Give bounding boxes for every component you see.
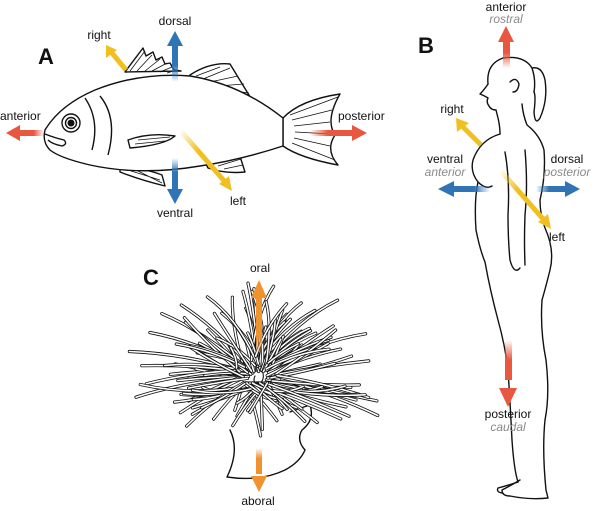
tentacle (201, 382, 247, 409)
panel-label-c: C (143, 265, 159, 290)
human-dorsal-label: dorsal (550, 152, 584, 166)
fish-right-arrow (106, 45, 128, 72)
anemone-aboral-label: aboral (241, 494, 275, 508)
panel-label-b: B (418, 33, 434, 58)
tentacle (259, 382, 306, 423)
tentacle (175, 343, 246, 368)
tentacle (187, 377, 249, 389)
human-anterior-label: anterior (485, 0, 527, 14)
tentacle (189, 346, 244, 378)
human-illustration (471, 56, 553, 500)
human-dorsal-posterior-label: posterior (543, 165, 591, 179)
tentacle (230, 346, 238, 369)
tentacle (251, 382, 304, 393)
human-left-arrow (498, 168, 551, 229)
human-ventral-arrow (438, 181, 490, 197)
fish-dorsal-label: dorsal (158, 14, 192, 28)
fish-anterior-label: anterior (0, 109, 41, 123)
human-right-label: right (440, 102, 464, 116)
tentacle (265, 348, 330, 370)
human-ventral-anterior-label: anterior (424, 165, 466, 179)
tentacle (206, 296, 259, 366)
anemone-illustration (127, 281, 380, 480)
fish-ventral-arrow (167, 158, 183, 204)
fish-anterior-arrow (6, 125, 44, 141)
human-left-label: left (548, 230, 566, 244)
fish-right-label: right (87, 28, 111, 42)
anemone-aboral-arrow (251, 448, 267, 492)
human-rostral-label: rostral (489, 12, 523, 26)
tentacle (204, 372, 251, 377)
human-anterior-arrow (498, 26, 514, 68)
human-posterior-label: posterior (484, 407, 532, 421)
fish-posterior-label: posterior (338, 109, 385, 123)
anemone-oral-label: oral (249, 261, 271, 275)
tentacle (213, 312, 253, 372)
fish-posterior-arrow (310, 125, 367, 141)
human-caudal-label: caudal (490, 420, 526, 434)
tentacle (267, 343, 299, 364)
tentacle (183, 316, 241, 373)
human-dorsal-arrow (536, 181, 580, 197)
fish-ventral-label: ventral (156, 206, 194, 220)
fish-dorsal-arrow (167, 31, 183, 82)
anemone-oral-arrow (251, 280, 267, 354)
human-posterior-arrow (499, 340, 517, 407)
panel-label-a: A (38, 44, 54, 69)
tentacle (145, 369, 236, 385)
tentacle (249, 382, 269, 414)
tentacle (247, 332, 260, 365)
human-right-arrow (456, 118, 483, 147)
fish-left-label: left (229, 194, 247, 208)
fish-left-arrow (178, 128, 232, 191)
fish-illustration (43, 47, 341, 187)
human-ventral-label: ventral (426, 152, 464, 166)
tentacle (265, 382, 350, 417)
